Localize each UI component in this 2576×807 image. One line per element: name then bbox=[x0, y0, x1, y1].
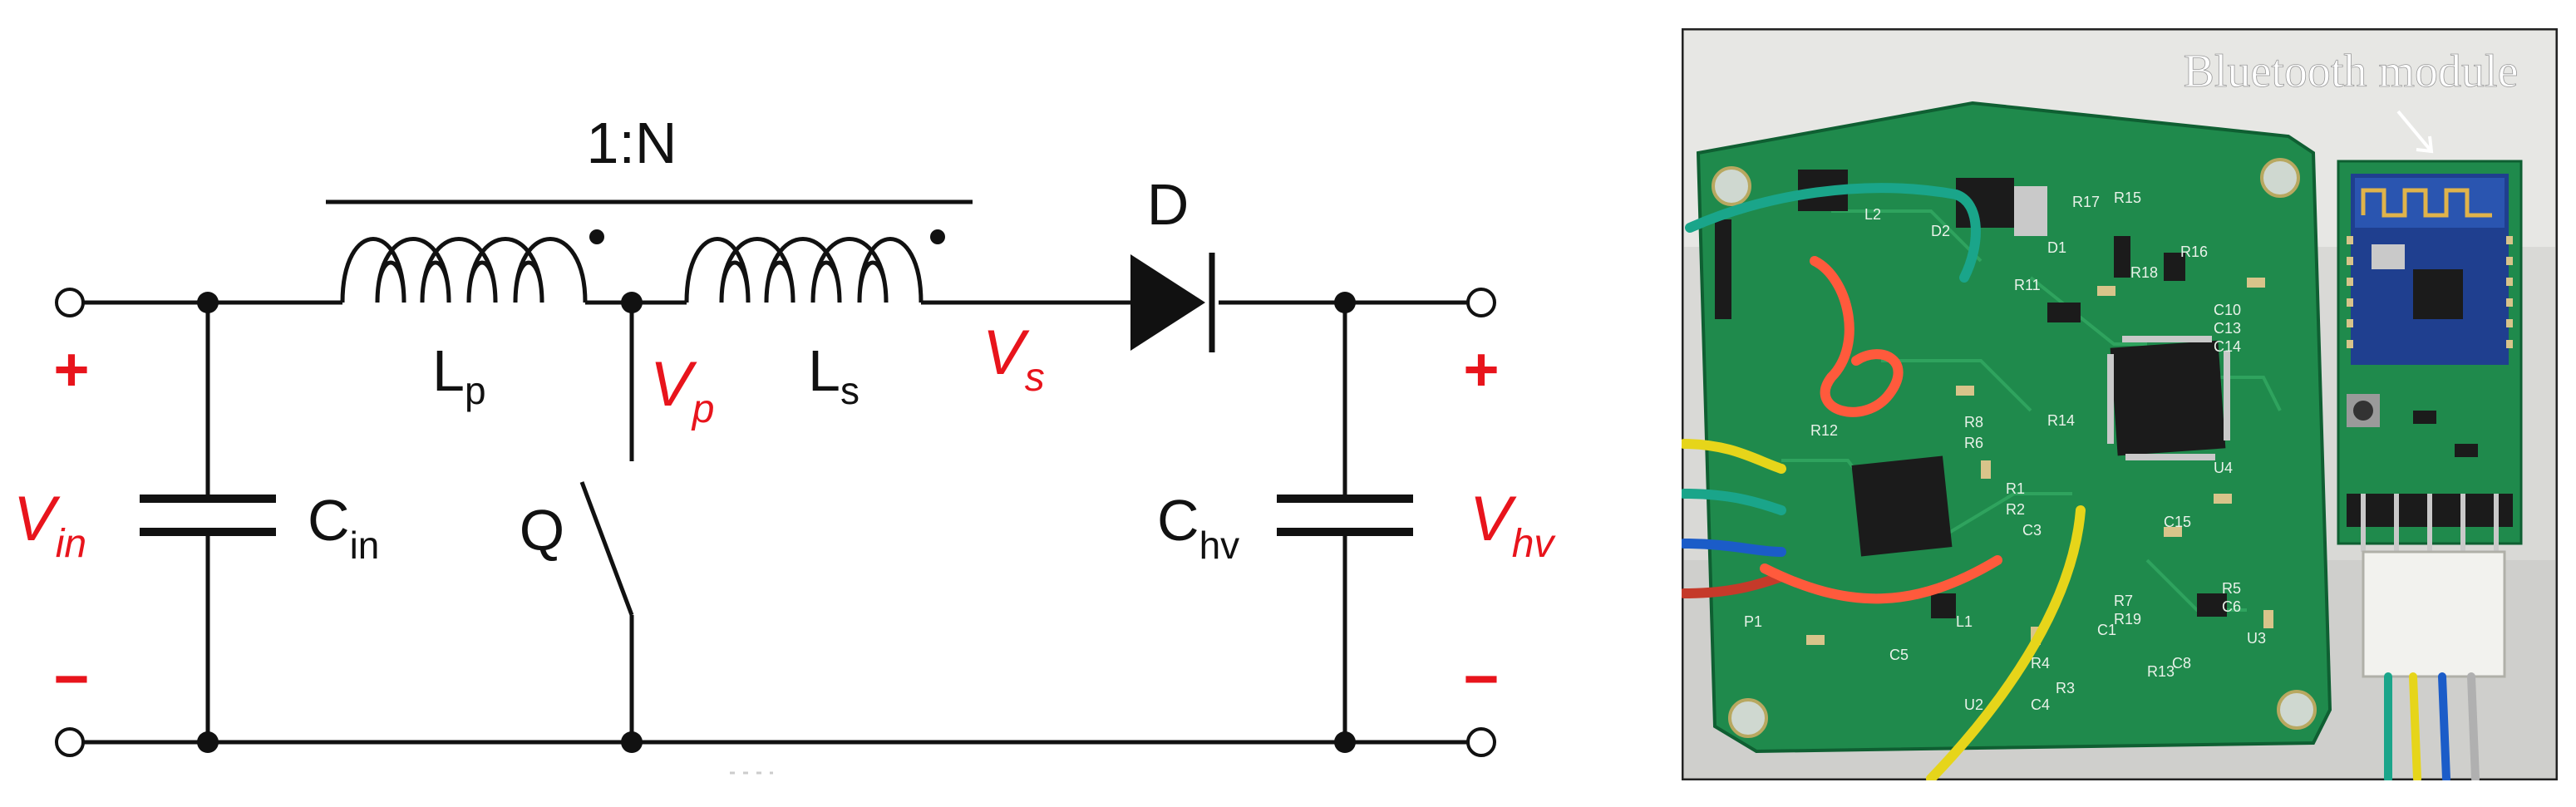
silk-r5: R5 bbox=[2222, 580, 2241, 597]
vp-label: Vp bbox=[650, 349, 714, 431]
pcb-photo: R17 R15 R16 R18 R11 D1 D2 C10 C13 C14 R1… bbox=[1682, 28, 2558, 780]
silk-r13: R13 bbox=[2147, 663, 2175, 680]
silk-c15: C15 bbox=[2164, 514, 2191, 530]
diode bbox=[1130, 253, 1215, 352]
lp-polarity-dot bbox=[589, 229, 604, 244]
wires bbox=[1682, 183, 2086, 780]
vhv-plus: + bbox=[1463, 335, 1499, 404]
q-label: Q bbox=[520, 498, 564, 563]
flyback-circuit-diagram: 1:N D Q Lp Ls Cin Chv + − + − Vin Vhv Vp… bbox=[13, 111, 1556, 775]
silk-p1: P1 bbox=[1744, 613, 1762, 630]
silk-c13: C13 bbox=[2214, 320, 2241, 337]
silk-r14: R14 bbox=[2047, 412, 2075, 429]
silk-c5: C5 bbox=[1889, 647, 1909, 663]
lp-inductor bbox=[340, 237, 588, 303]
cin-capacitor bbox=[140, 495, 276, 536]
silk-d1: D1 bbox=[2047, 239, 2066, 256]
silk-l2: L2 bbox=[1864, 206, 1881, 223]
silk-c4: C4 bbox=[2031, 696, 2050, 713]
silk-c6: C6 bbox=[2222, 598, 2241, 615]
silk-r12: R12 bbox=[1810, 422, 1838, 439]
silk-r3: R3 bbox=[2056, 680, 2075, 696]
ls-inductor bbox=[684, 237, 924, 303]
silk-u4: U4 bbox=[2214, 460, 2233, 476]
ls-label: Ls bbox=[808, 338, 859, 412]
silk-c1: C1 bbox=[2097, 622, 2116, 638]
cin-label: Cin bbox=[308, 488, 379, 567]
silk-r1: R1 bbox=[2006, 480, 2025, 497]
vhv-minus: − bbox=[1463, 644, 1499, 713]
annotation-arrow bbox=[2396, 110, 2434, 154]
silk-d2: D2 bbox=[1931, 223, 1950, 239]
diode-label: D bbox=[1147, 172, 1189, 237]
terminals bbox=[55, 288, 1496, 757]
silk-r18: R18 bbox=[2130, 264, 2158, 281]
chv-capacitor bbox=[1277, 495, 1413, 536]
silk-r11: R11 bbox=[2014, 277, 2041, 293]
silk-c14: C14 bbox=[2214, 338, 2241, 355]
turns-ratio-label: 1:N bbox=[587, 111, 677, 175]
silk-r4: R4 bbox=[2031, 655, 2050, 672]
silk-r2: R2 bbox=[2006, 501, 2025, 518]
silk-r8: R8 bbox=[1964, 414, 1983, 431]
bluetooth-board bbox=[2337, 160, 2523, 780]
circuit-wires bbox=[80, 199, 1471, 745]
silk-r7: R7 bbox=[2114, 593, 2133, 609]
ls-polarity-dot bbox=[930, 229, 945, 244]
vin-label: Vin bbox=[13, 484, 86, 566]
vhv-label: Vhv bbox=[1470, 484, 1556, 566]
bluetooth-annotation: Bluetooth module bbox=[2184, 46, 2519, 97]
vin-plus: + bbox=[53, 335, 89, 404]
vin-minus: − bbox=[53, 644, 89, 713]
vs-label: Vs bbox=[983, 317, 1045, 400]
silk-r6: R6 bbox=[1964, 435, 1983, 451]
silk-u2: U2 bbox=[1964, 696, 1983, 713]
silk-c3: C3 bbox=[2022, 522, 2042, 539]
main-pcb: R17 R15 R16 R18 R11 D1 D2 C10 C13 C14 R1… bbox=[1696, 101, 2332, 754]
silk-r17: R17 bbox=[2072, 194, 2100, 210]
silk-r19: R19 bbox=[2114, 611, 2141, 627]
silk-c10: C10 bbox=[2214, 302, 2241, 318]
junction-dots bbox=[197, 292, 1356, 753]
silk-c8: C8 bbox=[2172, 655, 2191, 672]
silk-u3: U3 bbox=[2247, 630, 2266, 647]
silk-r15: R15 bbox=[2114, 189, 2141, 206]
silk-r16: R16 bbox=[2180, 244, 2208, 260]
lp-label: Lp bbox=[432, 338, 486, 412]
chv-label: Chv bbox=[1157, 488, 1239, 567]
silk-l1: L1 bbox=[1956, 613, 1973, 630]
